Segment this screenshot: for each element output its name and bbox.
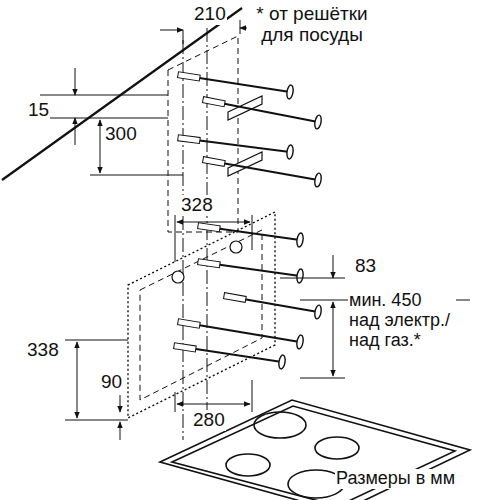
- screw-part: [178, 72, 201, 81]
- screw-part: [178, 135, 201, 144]
- screw-part: [286, 85, 294, 100]
- dimension-value: 328: [180, 195, 214, 216]
- screw-part: [296, 335, 304, 350]
- screw-part: [296, 233, 304, 248]
- screw-part: [202, 97, 225, 107]
- dimension-value: 210: [193, 4, 227, 25]
- screw-part: [296, 269, 304, 284]
- screw-part: [198, 223, 221, 232]
- screw-part: [286, 145, 294, 160]
- dimension-note: * от решётки для посуды: [247, 4, 377, 46]
- dimension-value: 338: [26, 340, 60, 361]
- screw-part: [224, 293, 247, 303]
- dimension-value: 15: [27, 100, 50, 121]
- dimension-value: 300: [104, 124, 138, 145]
- screw-part: [174, 343, 197, 352]
- dimension-value: 90: [100, 372, 123, 393]
- dimension-value: 280: [192, 410, 226, 431]
- screw-part: [314, 115, 323, 130]
- screw-part: [314, 173, 322, 188]
- dimension-note: мин. 450 над электр./ над газ.*: [348, 290, 456, 350]
- units-note: Размеры в мм: [335, 469, 456, 489]
- dimension-value: 83: [354, 256, 377, 277]
- screw-part: [198, 259, 221, 268]
- screw-part: [203, 157, 226, 167]
- screw-part: [278, 355, 286, 370]
- screw-part: [178, 319, 201, 329]
- screw-part: [314, 305, 322, 320]
